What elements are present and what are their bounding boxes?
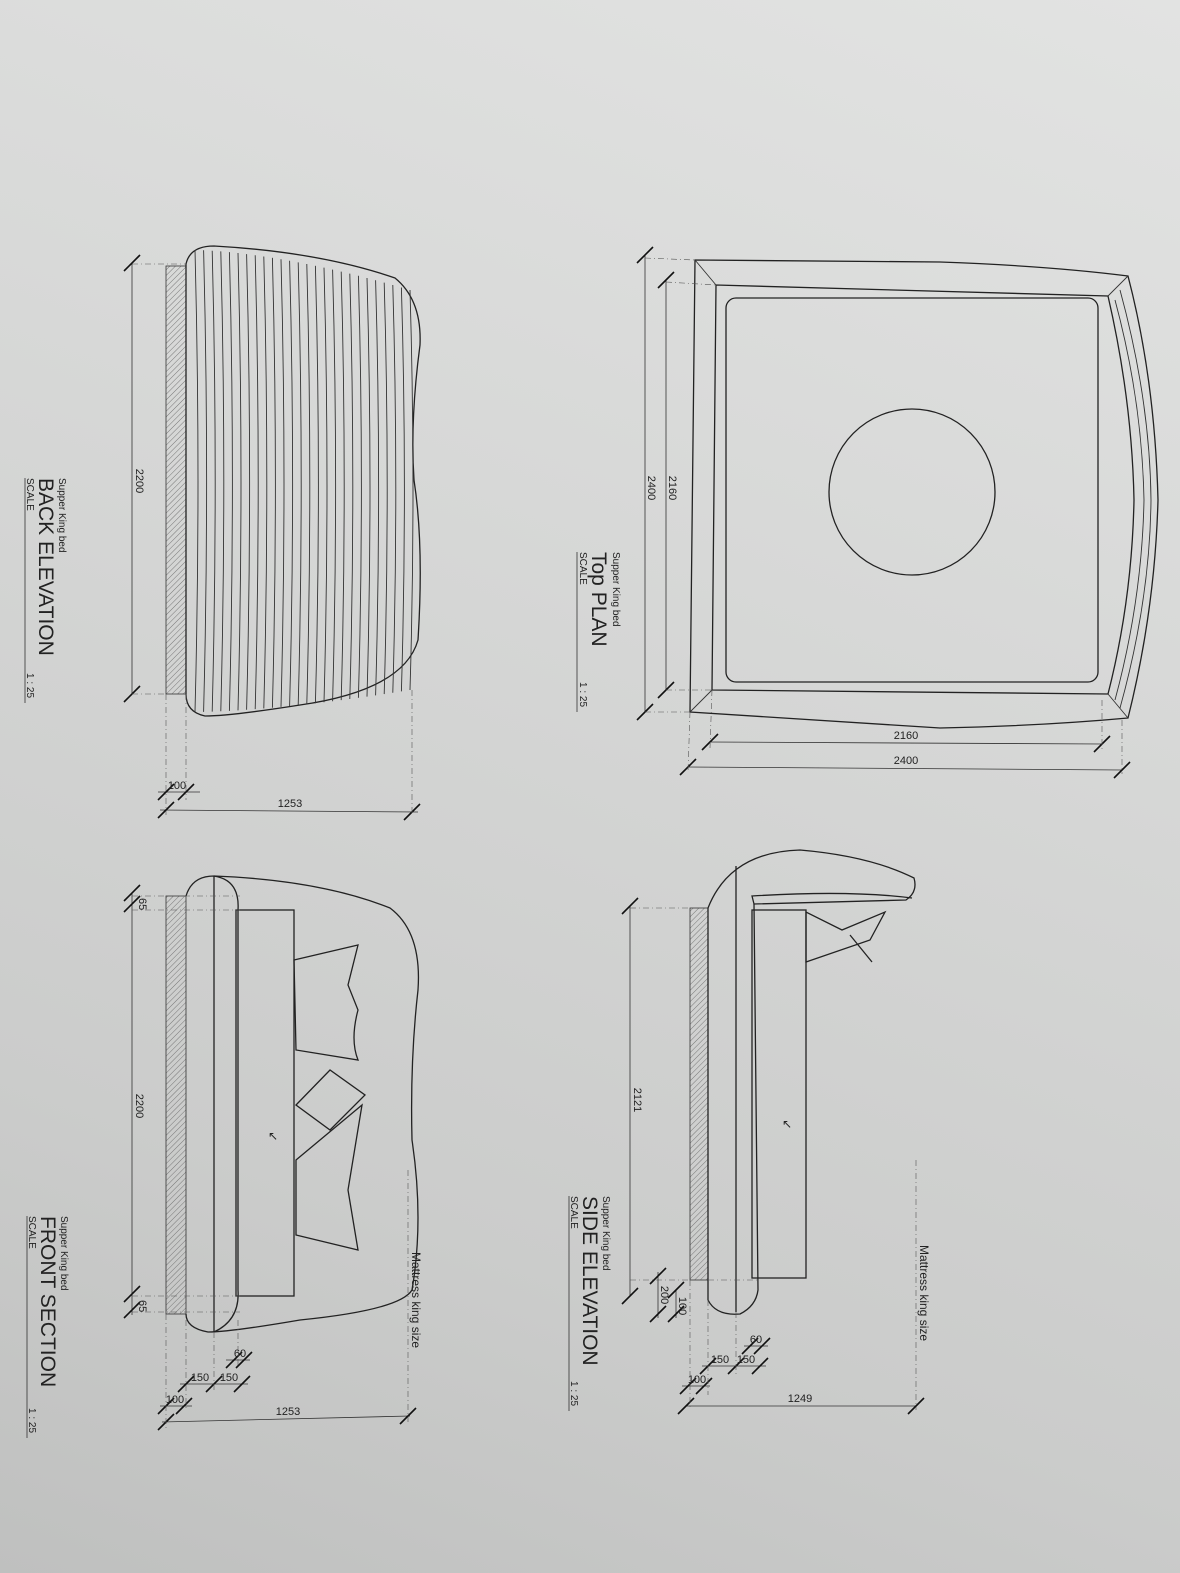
- front-section-dim-150a: 150: [191, 1372, 209, 1384]
- front-section-dim-100: 100: [166, 1394, 184, 1406]
- back-elevation-base-hatch: [165, 265, 187, 695]
- side-elevation-subtitle: Supper King bed: [600, 1196, 611, 1271]
- side-elevation-drawing: ↖ 2121 200 100 60 150 150 100: [568, 849, 931, 1415]
- top-plan-inner-frame: [711, 284, 1135, 695]
- back-elevation-scale-value: 1 : 25: [24, 673, 35, 698]
- side-elevation-dim-150b: 150: [737, 1354, 755, 1366]
- front-section-base-hatch: [165, 895, 187, 1315]
- front-section-scale-label: SCALE: [26, 1216, 37, 1249]
- front-section-title-block: Supper King bed FRONT SECTION SCALE 1 : …: [26, 1216, 69, 1438]
- front-section-dim-65b: 65: [136, 1300, 148, 1312]
- top-plan-scale-value: 1 : 25: [577, 682, 588, 707]
- front-section-pillow-2: [295, 1069, 367, 1131]
- side-elevation-dim-200: 200: [658, 1286, 670, 1304]
- front-section-dim-60: 60: [234, 1348, 246, 1360]
- side-elevation-dim-60: 60: [750, 1334, 762, 1346]
- front-section-scale-value: 1 : 25: [26, 1408, 37, 1433]
- side-elevation-dim-100a: 100: [676, 1297, 688, 1315]
- back-elevation-dim-width: 2200: [133, 469, 145, 493]
- front-section-title: FRONT SECTION: [36, 1216, 59, 1387]
- top-plan-round-cushion: [828, 408, 996, 576]
- front-section-subtitle: Supper King bed: [58, 1216, 69, 1291]
- front-section-pillow-1: [293, 944, 360, 1061]
- top-plan-outer-frame: [689, 259, 1159, 729]
- top-plan-scale-label: SCALE: [577, 552, 588, 585]
- side-elevation-arrow-mark: ↖: [782, 1117, 792, 1131]
- side-elevation-note: Mattress king size: [917, 1245, 931, 1341]
- side-elevation-headboard: [707, 849, 916, 909]
- front-section-arrow-mark: ↖: [268, 1129, 278, 1143]
- front-section-dim-width: 2200: [133, 1094, 145, 1118]
- side-elevation-dim-100b: 100: [688, 1374, 706, 1386]
- top-plan-dim-outer-w: 2400: [894, 755, 918, 767]
- side-elevation-title-block: Supper King bed SIDE ELEVATION SCALE 1 :…: [568, 1196, 611, 1411]
- front-section-drawing: ↖ 2200 65 65 60 150 150 100: [26, 875, 423, 1438]
- front-section-dim-150b: 150: [220, 1372, 238, 1384]
- back-elevation-scale-label: SCALE: [24, 478, 35, 511]
- back-elevation-channel-ribs: [194, 249, 414, 713]
- front-section-frame-outline: [185, 875, 420, 1333]
- back-elevation-headboard: [185, 245, 421, 717]
- back-elevation-title: BACK ELEVATION: [34, 478, 57, 656]
- top-plan-dim-inner-h: 2160: [666, 476, 678, 500]
- back-elevation-title-block: Supper King bed BACK ELEVATION SCALE 1 :…: [24, 478, 67, 703]
- front-section-dim-65a: 65: [136, 898, 148, 910]
- side-elevation-dim-length: 2121: [631, 1088, 643, 1112]
- front-section-mattress: [235, 909, 295, 1297]
- back-elevation-subtitle: Supper King bed: [56, 478, 67, 553]
- top-plan-dim-inner-w: 2160: [894, 730, 918, 742]
- front-section-pillow-3: [295, 1103, 363, 1251]
- top-plan-mattress: [725, 297, 1099, 683]
- side-elevation-scale-value: 1 : 25: [568, 1381, 579, 1406]
- side-elevation-dim-depth: 1249: [788, 1393, 812, 1405]
- side-elevation-title: SIDE ELEVATION: [578, 1196, 601, 1366]
- side-elevation-base-hatch: [689, 907, 709, 1281]
- back-elevation-drawing: 2200 100 1253 Supper King bed BACK ELEVA…: [24, 245, 421, 821]
- side-elevation-mattress: [751, 909, 807, 1279]
- back-elevation-dim-base: 100: [168, 780, 186, 792]
- side-elevation-scale-label: SCALE: [568, 1196, 579, 1229]
- front-section-dim-depth: 1253: [276, 1406, 300, 1418]
- back-elevation-dim-depth: 1253: [278, 798, 302, 810]
- side-elevation-dim-150a: 150: [711, 1354, 729, 1366]
- top-plan-title: Top PLAN: [587, 552, 610, 647]
- top-plan-subtitle: Supper King bed: [610, 552, 621, 627]
- top-plan-dim-outer-h: 2400: [645, 476, 657, 500]
- top-plan-drawing: 2400 2160 2160 2400 Supper King bed Top …: [576, 246, 1159, 779]
- front-section-note: Mattress king size: [409, 1252, 423, 1348]
- top-plan-title-block: Supper King bed Top PLAN SCALE 1 : 25: [576, 552, 621, 712]
- side-elevation-pillow: [805, 910, 887, 963]
